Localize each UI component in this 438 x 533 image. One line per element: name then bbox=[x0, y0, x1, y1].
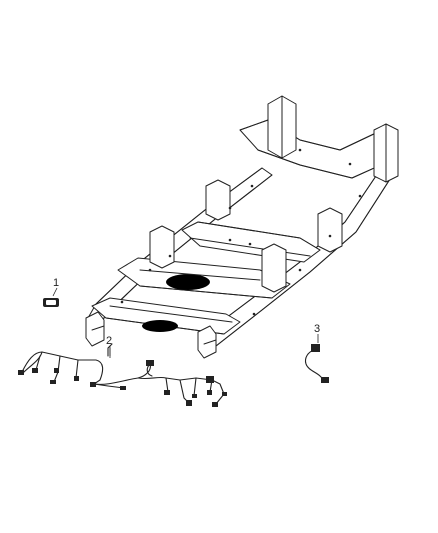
sensor-pigtail-part-3 bbox=[304, 349, 325, 381]
chassis-frame bbox=[85, 95, 399, 359]
callout-2: 2 bbox=[106, 335, 112, 347]
sensor-plug-part-3 bbox=[321, 377, 329, 383]
connector-part-1 bbox=[43, 287, 59, 307]
leader-line-1 bbox=[52, 287, 58, 297]
sensor-connector-part-3 bbox=[311, 344, 320, 352]
frame-wiring-harness-part-2 bbox=[21, 343, 225, 405]
callout-1: 1 bbox=[53, 277, 59, 289]
callout-3: 3 bbox=[314, 323, 320, 335]
harness-connectors bbox=[18, 360, 227, 407]
